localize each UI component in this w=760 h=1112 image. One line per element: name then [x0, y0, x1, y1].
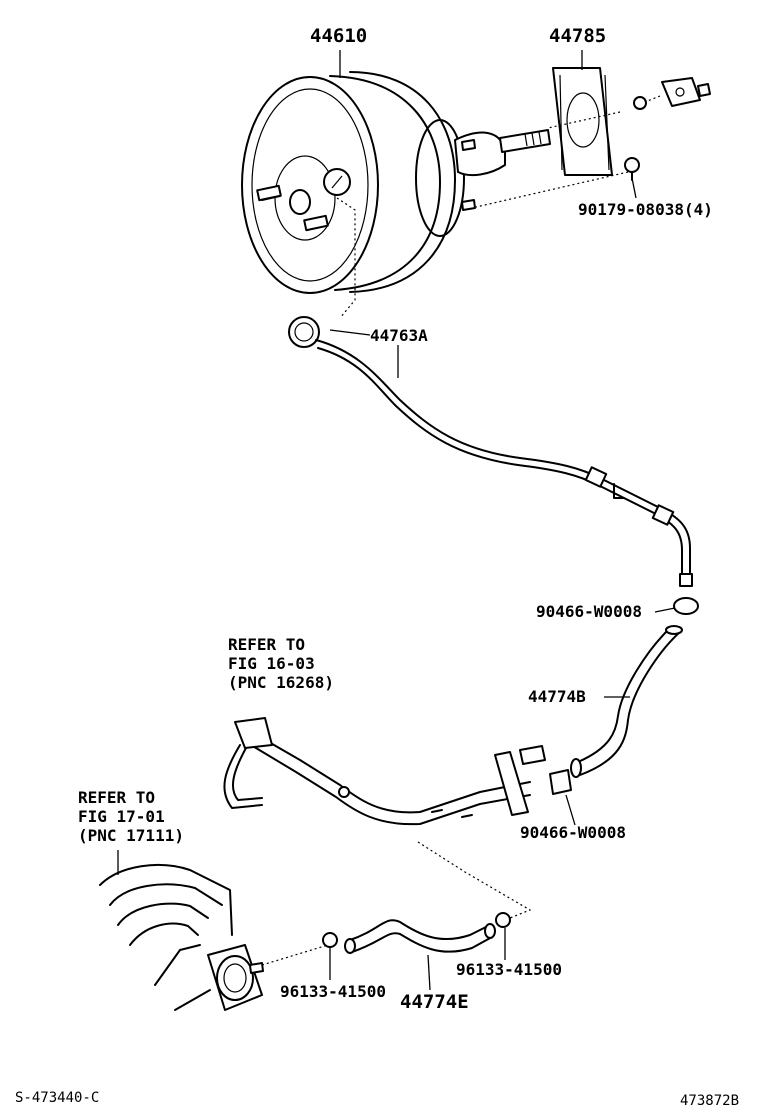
part-number-clip-lower: 90466-W0008: [520, 823, 626, 842]
part-number-clamp-right: 96133-41500: [456, 960, 562, 979]
part-number-clamp-left: 96133-41500: [280, 982, 386, 1001]
part-number-nut: 90179-08038(4): [578, 200, 713, 219]
part-number-booster: 44610: [310, 25, 367, 47]
refer-note-2-line-3: (PNC 17111): [78, 826, 184, 845]
intake-manifold-drawing: [99, 864, 329, 1011]
part-number-gasket: 44785: [549, 25, 606, 47]
brake-booster-drawing: [241, 71, 551, 319]
hose-e-drawing: [322, 841, 532, 954]
gasket-plate-drawing: [475, 67, 711, 208]
part-number-hose-pipe: 44763A: [370, 326, 428, 345]
hose-b-drawing: [549, 597, 699, 795]
part-number-clip-upper: 90466-W0008: [536, 602, 642, 621]
diagram-code-right: 473872B: [680, 1093, 739, 1109]
refer-note-1-line-1: REFER TO: [228, 635, 305, 654]
refer-note-1-line-2: FIG 16-03: [228, 654, 315, 673]
leader-lines: [117, 50, 676, 991]
part-number-hose-e: 44774E: [400, 991, 469, 1013]
vacuum-pipe-drawing: [288, 316, 693, 587]
refer-note-2-line-2: FIG 17-01: [78, 807, 165, 826]
bracket-pipe-drawing: [223, 717, 546, 826]
refer-note-2-line-1: REFER TO: [78, 788, 155, 807]
diagram-code-left: S-473440-C: [15, 1090, 99, 1106]
refer-note-1-line-3: (PNC 16268): [228, 673, 334, 692]
part-number-hose-b: 44774B: [528, 687, 586, 706]
